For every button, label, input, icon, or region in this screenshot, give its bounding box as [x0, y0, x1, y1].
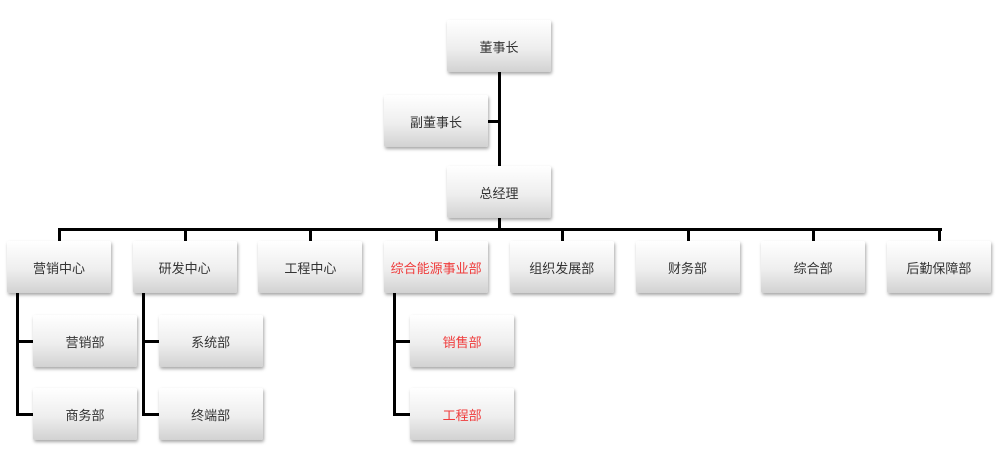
node-sub-department: 商务部: [33, 388, 137, 440]
connector-line: [16, 293, 19, 415]
connector-line: [686, 229, 690, 241]
connector-line: [141, 293, 145, 415]
node-department: 营销中心: [7, 241, 111, 293]
connector-line: [58, 228, 942, 231]
node-department: 组织发展部: [509, 241, 614, 293]
node-department: 财务部: [635, 241, 740, 293]
node-department: 工程中心: [258, 241, 363, 293]
connector-line: [141, 413, 159, 416]
connector-line: [58, 229, 61, 241]
connector-line: [393, 413, 411, 416]
node-sub-department: 营销部: [33, 315, 137, 367]
node-vice-chairman: 副董事长: [384, 95, 488, 147]
connector-line: [393, 293, 397, 415]
node-department: 综合部: [761, 241, 866, 293]
connector-line: [435, 229, 439, 241]
connector-line: [393, 340, 411, 343]
node-sub-department: 系统部: [158, 315, 263, 367]
node-department: 研发中心: [132, 241, 237, 293]
node-department: 后勤保障部: [886, 241, 991, 293]
connector-line: [141, 340, 159, 343]
node-chairman: 董事长: [447, 20, 551, 72]
connector-line: [937, 229, 941, 241]
node-sub-department: 销售部: [410, 315, 515, 367]
node-sub-department: 终端部: [158, 388, 263, 440]
connector-line: [16, 413, 33, 416]
node-sub-department: 工程部: [410, 388, 515, 440]
connector-line: [812, 229, 816, 241]
connector-line: [498, 72, 501, 229]
connector-line: [560, 229, 564, 241]
connector-line: [183, 229, 187, 241]
connector-line: [309, 229, 313, 241]
connector-line: [16, 340, 33, 343]
node-department: 综合能源事业部: [384, 241, 489, 293]
connector-line: [488, 120, 499, 123]
node-general-manager: 总经理: [447, 166, 551, 218]
